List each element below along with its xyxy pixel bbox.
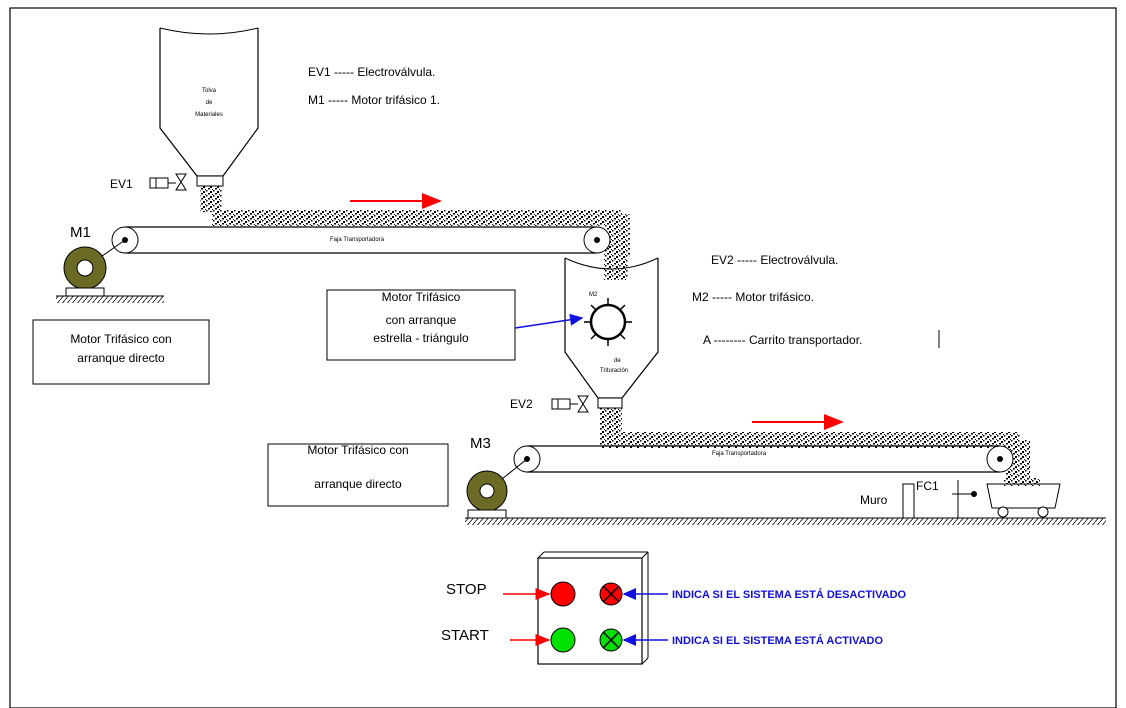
ev2-label: EV2: [510, 397, 533, 411]
stop-indicator-text: INDICA SI EL SISTEMA ESTÁ DESACTIVADO: [672, 588, 907, 601]
transport-cart: [986, 478, 1061, 518]
valve-ev2: EV2: [510, 395, 589, 413]
box-m1-line1: Motor Trifásico con: [70, 332, 171, 346]
fc1-label: FC1: [916, 479, 939, 493]
conveyor-belt-2: Faja Transportadora: [513, 432, 1030, 484]
box-m3-line2: arranque directo: [314, 477, 402, 491]
crusher-label-1: de: [614, 358, 621, 364]
crusher-label-2: Trituración: [600, 368, 628, 374]
legend-a: A -------- Carrito transportador.: [703, 333, 862, 347]
pointer-m2: [514, 313, 584, 329]
box-m2-line3: estrella - triángulo: [373, 331, 469, 345]
start-indicator-lamp-icon: [599, 628, 623, 652]
box-m2-line2: con arranque: [386, 313, 457, 327]
start-button[interactable]: [550, 627, 576, 653]
hopper-title-1: Tolva: [202, 88, 217, 94]
ground-2: [465, 518, 1106, 525]
material-on-belt-1: [212, 210, 622, 226]
wall: Muro: [860, 483, 915, 519]
m3-label: M3: [470, 435, 491, 452]
valve-ev1: EV1: [110, 173, 187, 191]
hopper-title-2: de: [206, 100, 213, 106]
material-fall-1: [200, 186, 222, 212]
stop-indicator-lamp-icon: [599, 582, 623, 606]
box-motor-m2: Motor Trifásico con arranque estrella - …: [326, 289, 516, 361]
motor-m1: M1: [56, 224, 164, 303]
crusher-rotor-icon: [584, 298, 632, 346]
belt-2-label: Faja Transportadora: [712, 451, 767, 457]
box-m1-line2: arranque directo: [77, 351, 165, 365]
legend-m2: M2 ----- Motor trifásico.: [692, 290, 814, 304]
m1-label: M1: [70, 224, 91, 241]
page-border: [9, 7, 1117, 708]
legend-ev2: EV2 ----- Electroválvula.: [711, 253, 838, 267]
motor-m3: M3: [466, 435, 528, 519]
box-m3-line1: Motor Trifásico con: [307, 443, 408, 457]
crusher-hopper: M2 de Trituración: [564, 257, 659, 409]
box-motor-m3: Motor Trifásico con arranque directo: [267, 443, 449, 507]
material-on-belt-2: [600, 432, 1020, 448]
wall-label: Muro: [860, 493, 888, 507]
hopper-title-3: Materiales: [195, 112, 223, 118]
box-m2-line1: Motor Trifásico: [382, 290, 461, 304]
crusher-motor-label: M2: [589, 292, 598, 298]
belt-1-label: Faja Transportadora: [330, 237, 385, 243]
start-label: START: [441, 627, 489, 644]
conveyor-belt-1: Faja Transportadora: [111, 210, 630, 274]
ev1-label: EV1: [110, 177, 133, 191]
legend-m1: M1 ----- Motor trifásico 1.: [308, 93, 440, 107]
limit-switch-fc1: FC1: [916, 479, 977, 518]
material-hopper: Tolva de Materiales: [159, 27, 259, 187]
stop-button[interactable]: [550, 581, 576, 607]
stop-label: STOP: [446, 581, 487, 598]
legend-ev1: EV1 ----- Electroválvula.: [308, 65, 435, 79]
box-motor-m1: Motor Trifásico con arranque directo: [32, 319, 210, 385]
start-indicator-text: INDICA SI EL SISTEMA ESTÁ ACTIVADO: [672, 634, 883, 647]
